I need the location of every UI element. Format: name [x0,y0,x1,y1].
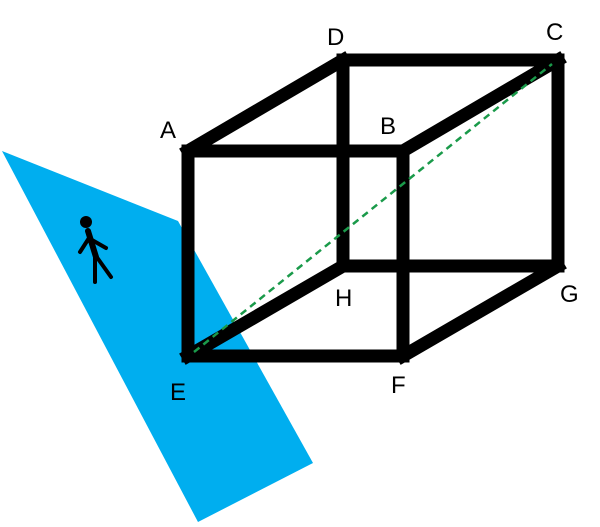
vertex-label-b: B [380,113,396,140]
vertex-label-h: H [335,285,352,312]
edge-eh [179,257,352,365]
diagonal-ec [193,63,553,353]
vertex-label-c: C [546,19,563,46]
walking-person-icon [78,216,113,284]
edge-bc [394,51,567,160]
edge-ad [179,51,352,160]
vertex-label-d: D [327,24,344,51]
vertex-label-e: E [170,379,186,406]
vertex-label-f: F [391,372,406,399]
edge-fg [394,257,567,365]
vertex-label-a: A [160,117,176,144]
blue-plane [2,151,313,522]
vertex-label-g: G [560,281,579,308]
cube-edges [179,51,567,365]
